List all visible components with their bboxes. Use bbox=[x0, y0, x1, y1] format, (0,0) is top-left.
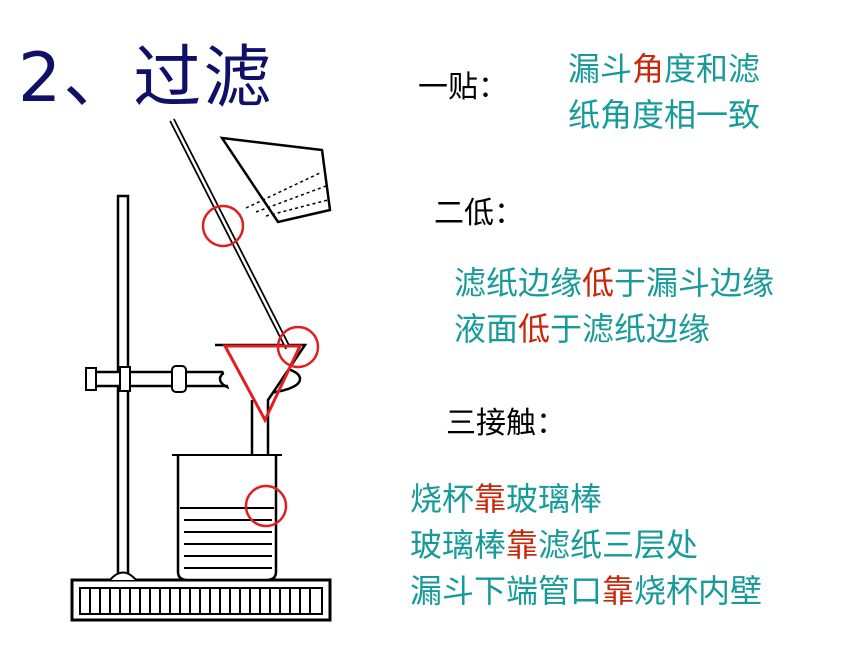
text-run: 低 bbox=[582, 264, 615, 302]
rule-three-line-3: 漏斗下端管口靠烧杯内壁 bbox=[410, 566, 762, 612]
text-run: 靠 bbox=[602, 572, 635, 610]
contact-circle-funnel-beaker bbox=[244, 484, 288, 528]
text-run: 烧杯内壁 bbox=[634, 572, 763, 610]
text-run: 玻璃棒 bbox=[506, 480, 603, 518]
beaker bbox=[176, 455, 278, 582]
text-run: 纸角度相一致 bbox=[568, 96, 761, 134]
text-run: 靠 bbox=[506, 526, 539, 564]
text-run: 漏斗下端管口 bbox=[410, 572, 603, 610]
rule-three-line-2: 玻璃棒靠滤纸三层处 bbox=[410, 520, 698, 566]
rule-two-line-2: 液面低于滤纸边缘 bbox=[454, 304, 710, 350]
filtration-apparatus-diagram bbox=[70, 118, 332, 622]
heading-one-stick: 一贴： bbox=[418, 70, 508, 105]
slide-title: 2、过滤 bbox=[18, 39, 274, 118]
clamp-arm bbox=[88, 370, 242, 388]
contact-circle-rod-paper bbox=[276, 325, 320, 369]
heading-three-contact: 三接触： bbox=[446, 406, 566, 441]
contact-circle-beaker-rod bbox=[201, 204, 245, 248]
text-run: 于漏斗边缘 bbox=[614, 264, 775, 302]
text-run: 玻璃棒 bbox=[410, 526, 507, 564]
rule-two-line-1: 滤纸边缘低于漏斗边缘 bbox=[454, 258, 774, 304]
text-run: 度和滤 bbox=[664, 50, 761, 88]
rule-three-line-1: 烧杯靠玻璃棒 bbox=[410, 474, 602, 520]
pouring-beaker bbox=[219, 136, 332, 224]
text-run: 滤纸边缘 bbox=[454, 264, 583, 302]
heading-two-low: 二低： bbox=[434, 196, 524, 231]
text-run: 液面 bbox=[454, 310, 519, 348]
text-run: 角 bbox=[632, 50, 665, 88]
text-run: 低 bbox=[518, 310, 551, 348]
text-run: 漏斗 bbox=[568, 50, 633, 88]
text-run: 于滤纸边缘 bbox=[550, 310, 711, 348]
text-run: 滤纸三层处 bbox=[538, 526, 699, 564]
text-run: 靠 bbox=[474, 480, 507, 518]
filter-paper bbox=[222, 344, 303, 424]
rule-one-line-1: 漏斗角度和滤 bbox=[568, 44, 760, 90]
rule-one-line-2: 纸角度相一致 bbox=[568, 90, 760, 136]
text-run: 烧杯 bbox=[410, 480, 475, 518]
